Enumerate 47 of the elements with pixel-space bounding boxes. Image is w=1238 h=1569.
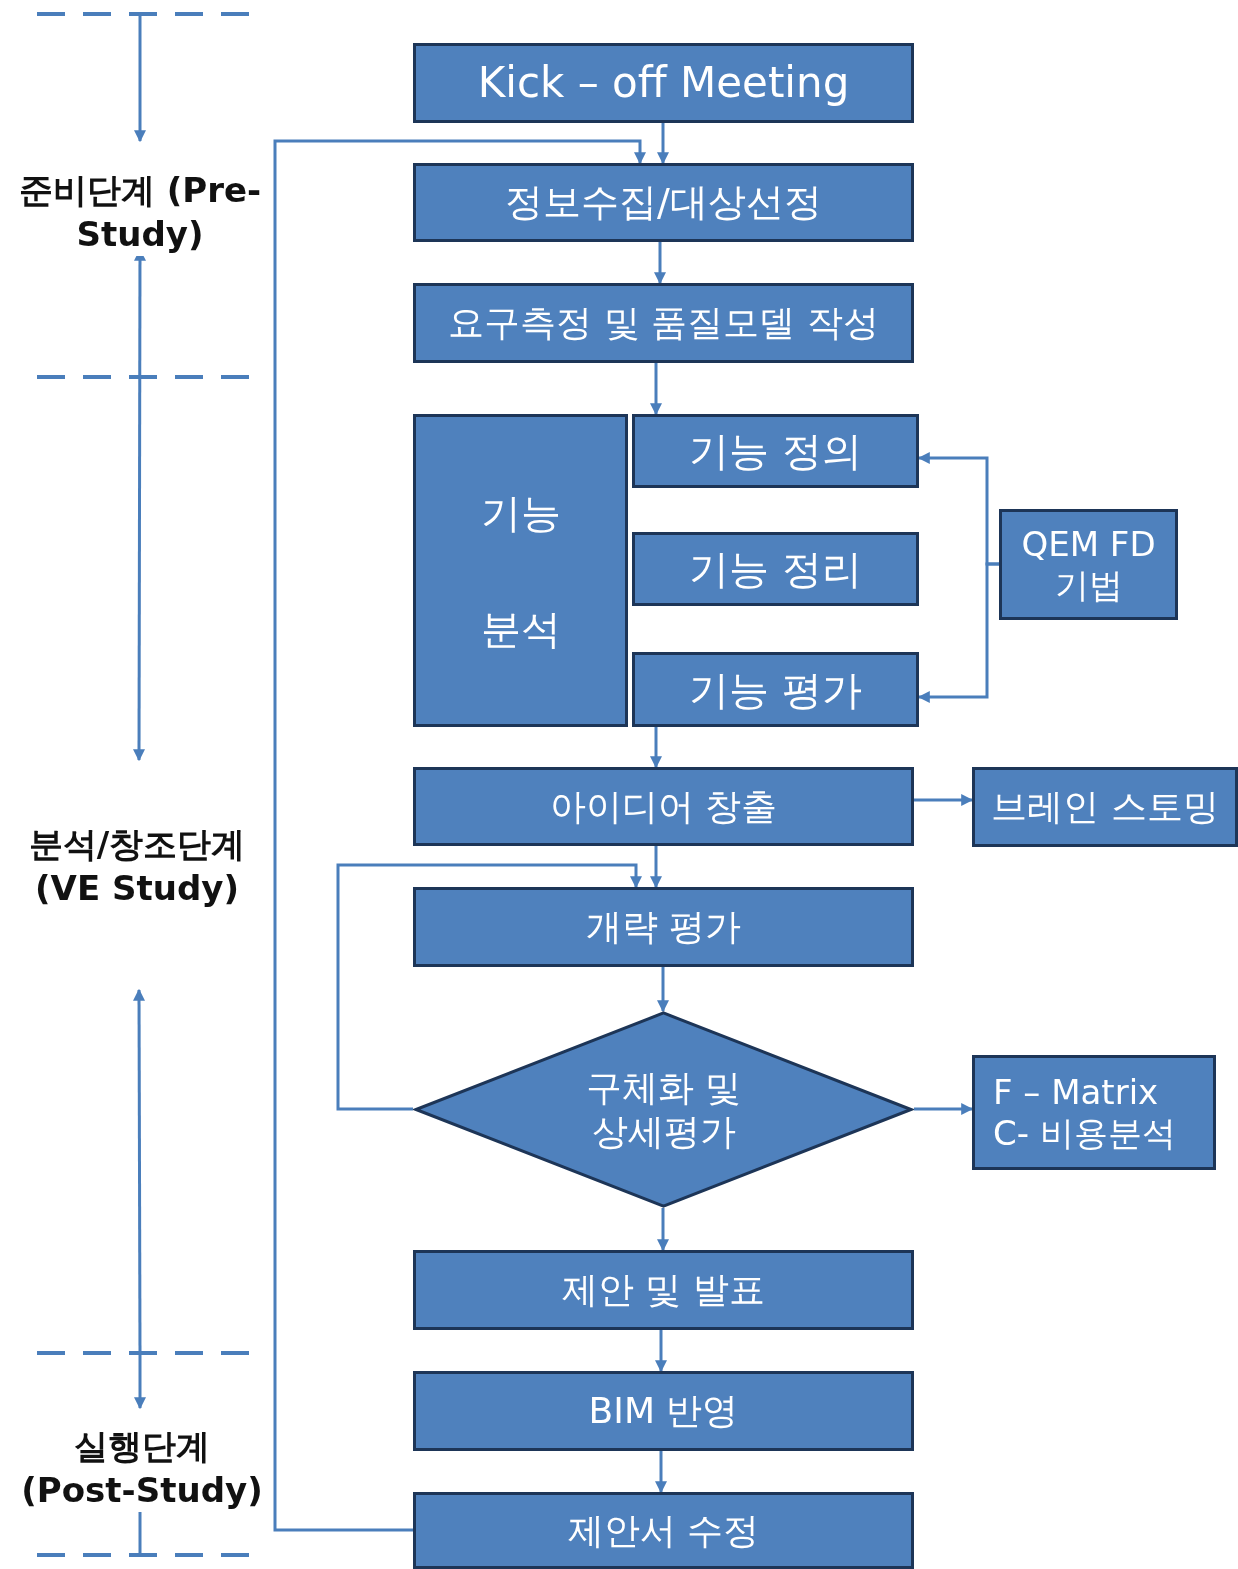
node-text: F – Matrix [993, 1071, 1159, 1113]
node-text: 아이디어 창출 [549, 784, 778, 829]
process-box [972, 767, 1238, 847]
process-box [972, 1055, 1216, 1170]
node-text: Kick – off Meeting [477, 57, 850, 109]
node-text: C- 비용분석 [993, 1112, 1176, 1154]
process-box [413, 43, 914, 123]
arrow [917, 562, 999, 703]
node-text: BIM 반영 [588, 1389, 739, 1433]
node-text: 개략 평가 [585, 905, 742, 949]
node-text: 제안서 수정 [567, 1508, 760, 1553]
process-box [413, 887, 914, 967]
node-text: 정보수집/대상선정 [505, 179, 822, 226]
process-box [632, 414, 919, 488]
node-text: 요구측정 및 품질모델 작성 [448, 301, 879, 345]
node-text: QEM FD 기법 [1020, 523, 1157, 606]
arrow [657, 123, 669, 165]
process-box [413, 283, 914, 363]
arrow [650, 727, 662, 769]
arrow [650, 846, 662, 889]
arrow [650, 363, 662, 416]
node-text: 기능 정의 [689, 427, 862, 475]
node-text: 브레인 스토밍 [991, 785, 1219, 829]
process-box [632, 532, 919, 606]
arrow [654, 242, 666, 285]
node-text: 기능 정리 [689, 545, 862, 593]
process-box [413, 1250, 914, 1330]
process-box [413, 1492, 914, 1569]
arrow [657, 1208, 669, 1252]
arrow [657, 967, 669, 1013]
arrow [336, 863, 642, 1111]
arrow [655, 1330, 667, 1373]
arrow [914, 794, 974, 806]
process-box [632, 652, 919, 727]
decision-diamond [413, 1011, 914, 1208]
arrow [273, 139, 646, 1532]
process-box [413, 1371, 914, 1451]
arrow [655, 1451, 667, 1494]
node-text: 기능 분석 [479, 488, 562, 654]
process-box [999, 509, 1178, 620]
arrow [914, 1103, 974, 1115]
process-box [413, 767, 914, 846]
process-box [413, 414, 628, 727]
node-text: 구체화 및 상세평가 [584, 1066, 743, 1153]
node-text: 제안 및 발표 [562, 1268, 765, 1312]
process-box [413, 163, 914, 242]
node-text: 기능 평가 [689, 665, 862, 714]
